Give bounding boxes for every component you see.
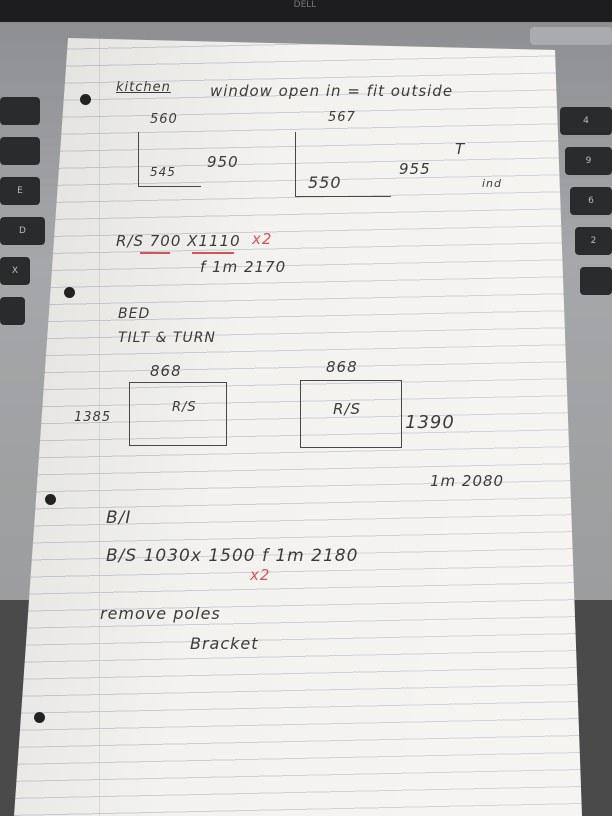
punch-hole [34, 712, 45, 723]
note-room: kitchen [116, 80, 171, 95]
bed-title: BED [118, 306, 151, 322]
bed-left-width: 868 [150, 362, 182, 380]
laptop-logo: DELL [293, 0, 317, 10]
key-x: X [0, 257, 30, 285]
remove-poles: remove poles [100, 604, 221, 623]
kitchen-window-right-sketch [295, 132, 391, 197]
laptop-bezel: DELL [0, 0, 612, 22]
kitchen-window-left-sketch [138, 132, 201, 187]
trackpad-edge [530, 27, 612, 45]
key [0, 97, 40, 125]
bed-frame: 1m 2080 [430, 472, 505, 490]
t-label: T [455, 140, 466, 158]
bi-title: B/I [106, 508, 132, 528]
key [580, 267, 612, 295]
bi-rs: B/S 1030x 1500 f 1m 2180 [106, 546, 359, 566]
kitchen-frame: f 1m 2170 [200, 258, 287, 276]
kitchen-left-height: 950 [207, 153, 239, 171]
key-d: D [0, 217, 45, 245]
red-underline [192, 252, 234, 254]
kitchen-right-width: 567 [328, 110, 356, 125]
punch-hole [80, 94, 91, 105]
key-2: 2 [575, 227, 612, 255]
bi-qty: x2 [250, 566, 271, 584]
note-heading: window open in = fit outside [210, 82, 454, 100]
kitchen-qty: x2 [252, 230, 273, 248]
bed-window-right-sketch [300, 380, 402, 448]
kitchen-left-width: 560 [150, 112, 178, 127]
bed-right-inner: R/S [333, 400, 361, 418]
kitchen-right-height: 955 [399, 160, 431, 178]
key-e: E [0, 177, 40, 205]
key [0, 297, 25, 325]
bed-subtitle: TILT & TURN [118, 330, 216, 346]
key-4: 4 [560, 107, 612, 135]
bracket: Bracket [190, 634, 259, 653]
red-underline [140, 252, 170, 254]
bed-left-height: 1385 [74, 410, 112, 425]
bed-window-left-sketch [129, 382, 227, 446]
bed-right-width: 868 [326, 358, 358, 376]
kitchen-rs: R/S 700 X1110 [116, 232, 241, 250]
bed-right-height: 1390 [405, 412, 455, 433]
key-6: 6 [570, 187, 612, 215]
punch-hole [64, 287, 75, 298]
key [0, 137, 40, 165]
punch-hole [45, 494, 56, 505]
kitchen-left-inner: 545 [150, 165, 176, 179]
bed-left-inner: R/S [172, 400, 197, 415]
ind-label: ind [482, 177, 503, 190]
kitchen-right-inner: 550 [308, 173, 342, 192]
key-9: 9 [565, 147, 612, 175]
